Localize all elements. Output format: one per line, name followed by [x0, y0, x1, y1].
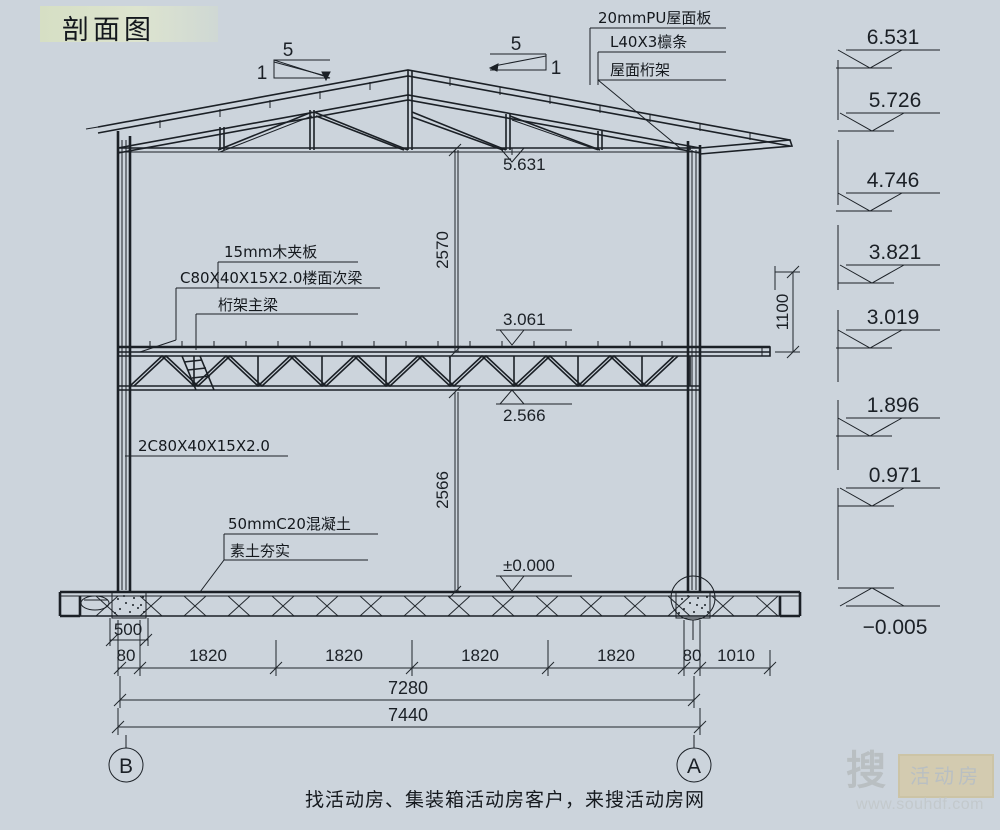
floor-truss-group: [118, 341, 771, 391]
slope-symbol-left: [273, 59, 331, 82]
title-banner: [40, 6, 218, 42]
leader-lines-lower-left-annotations: [125, 455, 378, 593]
page-title: 剖面图: [62, 15, 155, 46]
dim-chain-1010: 1010: [717, 646, 755, 665]
columns-group: [116, 131, 702, 592]
slope-left-run: 5: [283, 40, 294, 61]
logo-box: 活动房: [898, 754, 994, 798]
logo-url: www.souhdf.com: [856, 796, 984, 813]
foundation-group: [58, 575, 802, 640]
grid-bubble-label-B: B: [119, 755, 133, 778]
interior-elevation-5631: 5.631: [503, 155, 546, 174]
grid-bubble-label-A: A: [687, 755, 701, 778]
annotation-concrete: 50mmC20混凝土: [228, 515, 351, 533]
logo-mark: 搜: [846, 748, 886, 794]
annotation-plywood: 15mm木夹板: [224, 243, 317, 261]
footing-dim-500: 500: [114, 620, 142, 639]
elevation-value-6531: 6.531: [867, 26, 920, 49]
elevation-value-3019: 3.019: [867, 306, 920, 329]
interior-elevation-0000: ±0.000: [503, 556, 555, 575]
annotation-floor-secondary-beam: C80X40X15X2.0楼面次梁: [180, 269, 362, 287]
elevation-marker-0000: [496, 575, 572, 592]
overall-dim-label-7440: 7440: [388, 705, 428, 725]
interior-elevation-3061: 3.061: [503, 310, 546, 329]
vertical-dim-label-2566: 2566: [433, 471, 452, 509]
vertical-dim-2566: [448, 385, 462, 599]
elevation-value-0971: 0.971: [869, 464, 922, 487]
grid-bubble-A: [676, 735, 712, 783]
elevation-marker-5631: [496, 147, 570, 163]
interior-elevation-2566: 2.566: [503, 406, 546, 425]
vertical-dim-1100: [774, 265, 800, 359]
elevation-value-3821: 3.821: [869, 241, 922, 264]
footer-caption: 找活动房、集装箱活动房客户，来搜活动房网: [305, 789, 706, 811]
overall-dim-label-7280: 7280: [388, 678, 428, 698]
slope-symbol-right: [488, 53, 547, 72]
slope-right-run: 5: [511, 34, 522, 55]
elevation-value-5726: 5.726: [869, 89, 922, 112]
dim-chain-1820-4: 1820: [597, 646, 635, 665]
dim-chain-80-right: 80: [683, 646, 702, 665]
watermark-logo: 搜 活动房 www.souhdf.com: [846, 748, 994, 822]
dim-chain-1820-1: 1820: [189, 646, 227, 665]
dim-chain-1820-2: 1820: [325, 646, 363, 665]
leader-lines-left-annotations: [139, 261, 380, 353]
logo-box-label: 活动房: [910, 764, 982, 788]
annotation-purlin: L40X3檩条: [610, 33, 687, 51]
annotation-roof-truss: 屋面桁架: [610, 61, 670, 79]
elevation-value-4746: 4.746: [867, 169, 920, 192]
bottom-dim-chain: [105, 618, 777, 676]
grid-bubble-B: [108, 735, 144, 783]
dim-chain-1820-3: 1820: [461, 646, 499, 665]
annotation-truss-main-beam: 桁架主梁: [218, 296, 278, 314]
dim-chain-80-left: 80: [117, 646, 136, 665]
slope-right-rise: 1: [551, 58, 562, 79]
elevation-marker-2566: [496, 389, 572, 405]
elevation-right-triangles: [836, 49, 940, 607]
leader-lines-right-annotations: [589, 27, 726, 149]
vertical-dim-label-2570: 2570: [433, 231, 452, 269]
roof-truss-group: [85, 69, 794, 155]
elevation-value-1896: 1.896: [867, 394, 920, 417]
elevation-marker-3061: [496, 329, 572, 346]
overall-dim-7280: [113, 676, 701, 708]
vertical-dim-2570: [448, 143, 462, 359]
vertical-dim-label-1100: 1100: [773, 294, 792, 331]
overall-dim-7440: [111, 708, 707, 735]
annotation-roof-panel: 20mmPU屋面板: [598, 9, 711, 27]
elevation-value-minus0005: −0.005: [863, 616, 928, 639]
slope-left-rise: 1: [257, 63, 268, 84]
annotation-2c80: 2C80X40X15X2.0: [138, 437, 270, 455]
annotation-compacted-soil: 素土夯实: [230, 542, 290, 560]
